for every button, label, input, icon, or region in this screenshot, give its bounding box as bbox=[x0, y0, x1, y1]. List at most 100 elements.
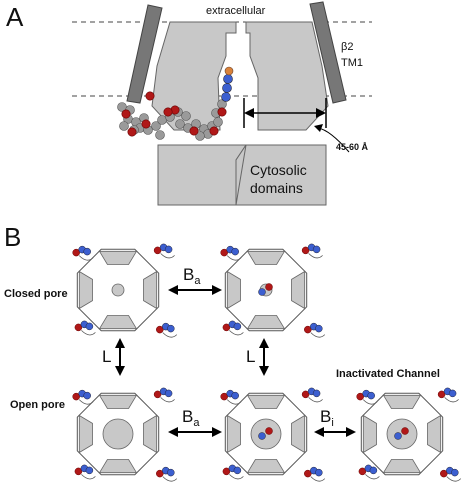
gray-bead bbox=[157, 115, 167, 125]
red-bead bbox=[304, 469, 312, 478]
red-bead bbox=[209, 126, 219, 136]
red-bead bbox=[141, 119, 151, 129]
blue-bead bbox=[85, 322, 94, 331]
gray-bead bbox=[213, 117, 223, 127]
cytosolic-label-1: Cytosolic bbox=[250, 162, 307, 178]
channel-subunit bbox=[226, 270, 241, 310]
red-bead bbox=[220, 248, 228, 257]
red-bead bbox=[74, 323, 83, 332]
red-bead bbox=[127, 127, 137, 137]
linker-line bbox=[162, 332, 178, 338]
bi-symbol: Bi bbox=[320, 407, 334, 429]
beta2-label: β2 bbox=[341, 41, 353, 53]
red-bead bbox=[356, 392, 364, 401]
channel-subunit bbox=[246, 250, 286, 265]
inactivated-channel-label: Inactivated Channel bbox=[336, 368, 440, 380]
linker-line bbox=[81, 330, 96, 336]
linker-line bbox=[308, 253, 323, 259]
bound-red-bead bbox=[265, 427, 273, 435]
red-bead bbox=[153, 246, 162, 255]
blue-bead bbox=[167, 324, 175, 333]
blue-bead bbox=[312, 389, 321, 398]
linker-line bbox=[308, 397, 323, 403]
l-left-arrowhead-down bbox=[115, 366, 125, 376]
red-bead bbox=[440, 469, 448, 478]
panel-b-letter: B bbox=[4, 222, 21, 252]
linker-line bbox=[78, 399, 94, 405]
red-bead bbox=[358, 467, 367, 476]
linker-line bbox=[229, 330, 244, 336]
bound-red-bead bbox=[401, 427, 409, 435]
distance-arrowhead-right bbox=[316, 108, 326, 118]
cytosolic-domain-right bbox=[235, 144, 327, 206]
linker-line bbox=[365, 474, 380, 480]
channel-subunit bbox=[78, 414, 93, 454]
red-bead bbox=[156, 325, 164, 334]
blue-bead bbox=[233, 466, 242, 475]
cytosolic-label-2: domains bbox=[250, 180, 303, 196]
red-bead bbox=[220, 392, 228, 401]
left-beta2-helix bbox=[126, 4, 163, 104]
l-left-arrowhead-up bbox=[115, 338, 125, 348]
linker-line bbox=[160, 253, 175, 259]
bi-arrowhead-right bbox=[346, 427, 356, 437]
blue-bead bbox=[315, 468, 323, 477]
channel-octagon bbox=[356, 387, 462, 482]
linker-line bbox=[226, 255, 242, 261]
red-bead bbox=[72, 248, 80, 257]
channel-subunit bbox=[382, 394, 422, 409]
gray-bead bbox=[155, 130, 165, 140]
cytosolic-domain-left bbox=[157, 144, 247, 206]
blue-bead bbox=[451, 468, 459, 477]
tm1-label: TM1 bbox=[341, 57, 363, 69]
blue-bead bbox=[315, 324, 323, 333]
red-bead bbox=[72, 392, 80, 401]
blue-bead bbox=[221, 92, 231, 102]
linker-line bbox=[444, 397, 459, 403]
red-bead bbox=[121, 109, 131, 119]
channel-subunit bbox=[382, 459, 422, 474]
blue-bead bbox=[222, 83, 232, 93]
pore bbox=[250, 418, 282, 450]
cytosolic-divider bbox=[235, 144, 247, 206]
blue-bead bbox=[83, 247, 91, 256]
l-right-symbol: L bbox=[246, 347, 255, 366]
bound-blue-bead bbox=[258, 432, 266, 440]
channel-subunit bbox=[246, 315, 286, 330]
blue-bead bbox=[233, 322, 242, 331]
gray-bead bbox=[181, 111, 191, 121]
l-right-arrowhead-up bbox=[259, 338, 269, 348]
panel-a-letter: A bbox=[6, 2, 24, 32]
linker-line bbox=[78, 255, 94, 261]
channel-subunit bbox=[143, 414, 158, 454]
blue-bead bbox=[369, 466, 378, 475]
pore bbox=[111, 283, 125, 297]
blue-bead bbox=[312, 245, 321, 254]
right-beta2-helix bbox=[309, 1, 347, 104]
linker-line bbox=[226, 399, 242, 405]
bi-arrowhead-left bbox=[314, 427, 324, 437]
red-bead bbox=[437, 390, 446, 399]
blue-bead bbox=[83, 391, 91, 400]
bound-blue-bead bbox=[258, 288, 266, 296]
distance-pointer-head bbox=[314, 124, 323, 132]
channel-subunit bbox=[98, 315, 138, 330]
pore bbox=[102, 418, 134, 450]
channel-octagon bbox=[72, 243, 178, 338]
pore bbox=[386, 418, 418, 450]
blue-bead bbox=[164, 389, 173, 398]
ba-bottom-arrowhead-left bbox=[168, 427, 178, 437]
channel-subunit bbox=[98, 394, 138, 409]
blue-bead bbox=[231, 391, 239, 400]
red-bead bbox=[222, 467, 231, 476]
blue-bead bbox=[223, 74, 233, 84]
blue-bead bbox=[164, 245, 173, 254]
channel-octagon bbox=[220, 387, 326, 482]
ba-top-arrowhead-left bbox=[168, 285, 178, 295]
red-bead bbox=[301, 390, 310, 399]
ba-bottom-arrowhead-right bbox=[212, 427, 222, 437]
l-right-arrowhead-down bbox=[259, 366, 269, 376]
channel-subunit bbox=[98, 250, 138, 265]
left-channel-subunit bbox=[151, 21, 237, 131]
gray-bead bbox=[175, 119, 185, 129]
